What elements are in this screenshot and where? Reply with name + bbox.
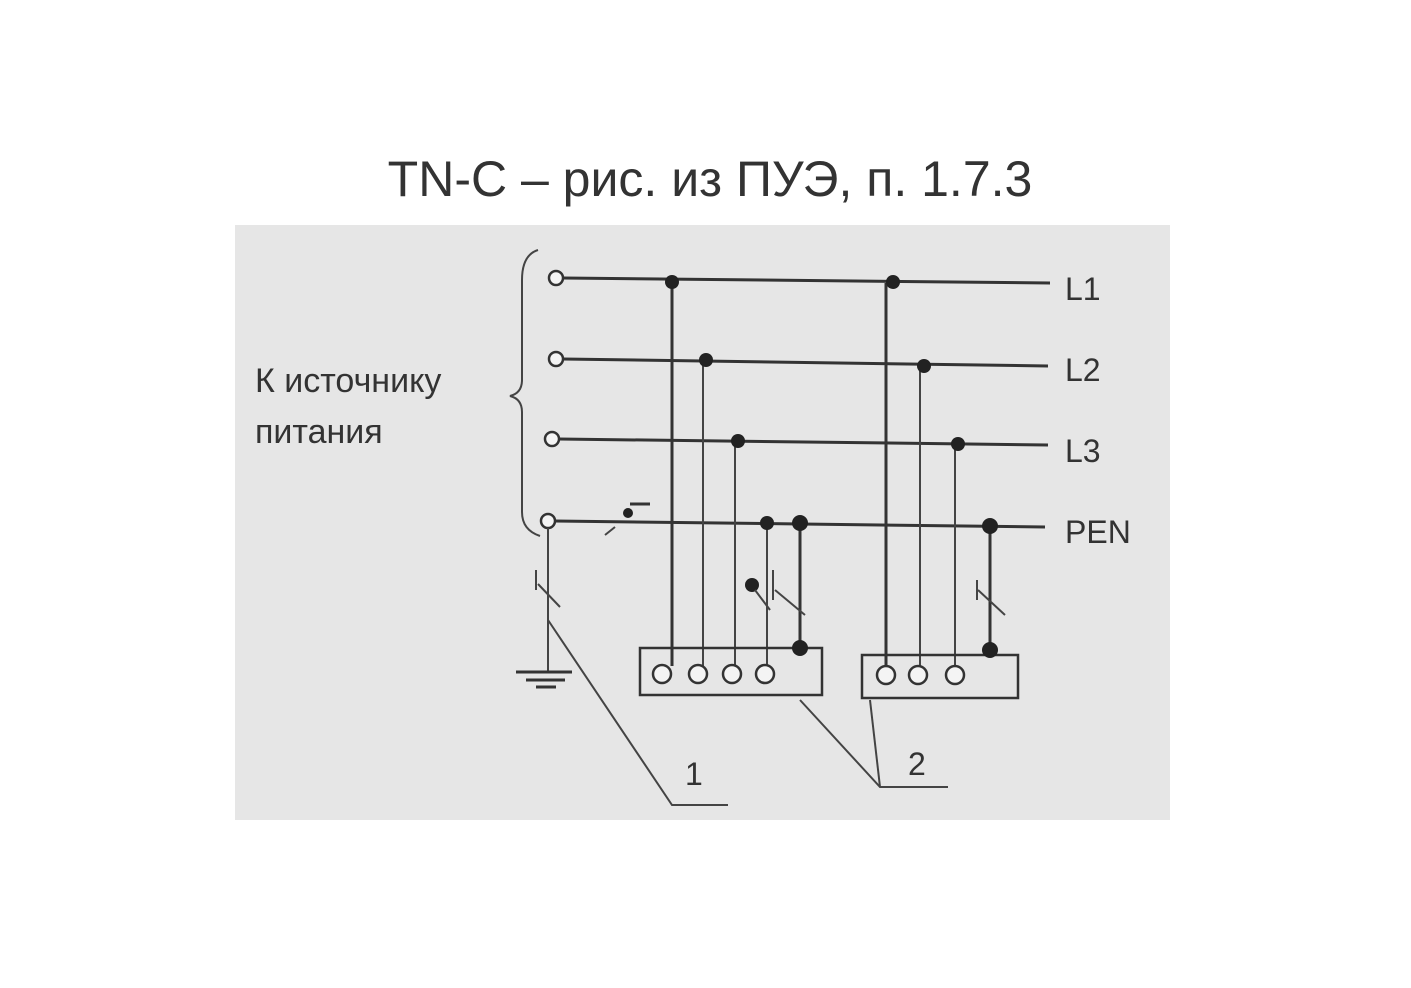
label-pen: PEN [1065, 514, 1131, 550]
title: TN-C – рис. из ПУЭ, п. 1.7.3 [388, 151, 1033, 207]
source-terminal-pen [539, 512, 557, 530]
ground-icon [516, 528, 572, 689]
line-l1 [562, 276, 1051, 285]
label-l3: L3 [1065, 433, 1101, 469]
pen-marker-icon [604, 502, 650, 536]
label-l2: L2 [1065, 352, 1101, 388]
callout-1 [547, 619, 728, 806]
consumer-1 [638, 275, 824, 697]
bus-lines [539, 269, 1051, 530]
consumer-1-box [638, 646, 824, 697]
source-terminal-l1 [547, 269, 565, 287]
consumer-2-box [860, 653, 1020, 700]
source-label-line2: питания [255, 413, 383, 451]
callout-2-label: 2 [908, 746, 926, 782]
callout-1-label: 1 [685, 756, 703, 792]
label-l1: L1 [1065, 271, 1101, 307]
line-l3 [558, 437, 1049, 447]
brace [509, 249, 541, 537]
source-terminal-l2 [547, 350, 565, 368]
line-l2 [562, 357, 1049, 368]
callout-2 [799, 699, 948, 788]
source-label-line1: К источнику [255, 362, 441, 400]
consumer-2 [860, 275, 1020, 700]
source-terminal-l3 [543, 430, 561, 448]
